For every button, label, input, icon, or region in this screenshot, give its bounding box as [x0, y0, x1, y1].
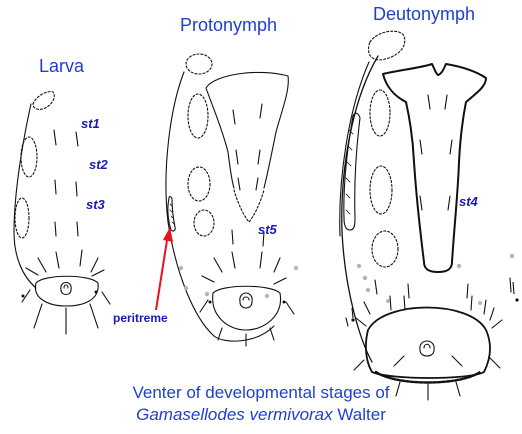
- protonymph-body-outline: [165, 71, 215, 337]
- deutonymph-coxal-pit-1: [369, 89, 391, 137]
- larva-seta-st1: [53, 129, 57, 146]
- seta-label-st3: st3: [86, 197, 105, 212]
- deutonymph-seta-st4: [447, 195, 451, 211]
- protonymph-coxal-pit-1: [187, 93, 209, 139]
- deutonymph-sternogenital-shield: [382, 63, 487, 273]
- deutonymph-anterior-patch: [367, 30, 406, 61]
- lyrifissure-marks: [351, 281, 515, 319]
- larva-coxal-pit-1: [20, 136, 38, 178]
- protonymph-label: Protonymph: [180, 15, 278, 35]
- cuticular-pores: [178, 253, 515, 305]
- protonymph-anterior-patch: [185, 53, 213, 75]
- caption-line-2: Gamasellodes vermivorax Walter: [0, 405, 522, 425]
- peritreme-arrow: [155, 227, 173, 311]
- protonymph-coxal-pit-2: [187, 166, 211, 202]
- author-name: Walter: [337, 405, 386, 424]
- seta-label-st5: st5: [258, 222, 277, 237]
- deutonymph-peritreme: [343, 112, 361, 231]
- larva-anus: [60, 281, 72, 296]
- seta-label-st4: st4: [459, 194, 478, 209]
- deutonymph-anus: [419, 340, 435, 357]
- protonymph-anus: [239, 292, 253, 309]
- peritreme-label: peritreme: [113, 311, 168, 325]
- larva-label: Larva: [39, 56, 85, 76]
- larva-figure: [13, 91, 111, 335]
- lyrifissures: [21, 290, 519, 322]
- species-name: Gamasellodes vermivorax: [136, 405, 333, 424]
- caption-line-1: Venter of developmental stages of: [132, 383, 390, 402]
- seta-label-st1: st1: [81, 116, 100, 131]
- deutonymph-label: Deutonymph: [373, 4, 476, 24]
- deutonymph-coxal-pit-2: [369, 165, 393, 215]
- larva-seta-st3: [54, 221, 57, 237]
- seta-label-st2: st2: [89, 157, 108, 172]
- deutonymph-body-outline: [341, 55, 379, 363]
- protonymph-peritreme: [167, 196, 176, 232]
- protonymph-coxal-pit-3: [193, 209, 215, 237]
- larva-anal-shield: [34, 275, 99, 307]
- deutonymph-coxal-pit-3: [371, 230, 399, 268]
- protonymph-figure: [165, 53, 295, 347]
- protonymph-sternal-shield: [205, 71, 289, 189]
- protonymph-anal-shield: [212, 285, 282, 331]
- deutonymph-ventrianal-shield: [365, 306, 491, 379]
- larva-upper-patch: [32, 91, 55, 110]
- larva-coxal-pit-2: [14, 197, 30, 239]
- larva-seta-st2: [54, 179, 57, 195]
- protonymph-sternal-shield-posterior: [233, 189, 265, 223]
- deutonymph-figure: [339, 30, 512, 401]
- protonymph-seta-st5: [262, 231, 265, 247]
- protonymph-posterior-outline: [213, 325, 275, 342]
- larva-body-outline: [13, 103, 37, 289]
